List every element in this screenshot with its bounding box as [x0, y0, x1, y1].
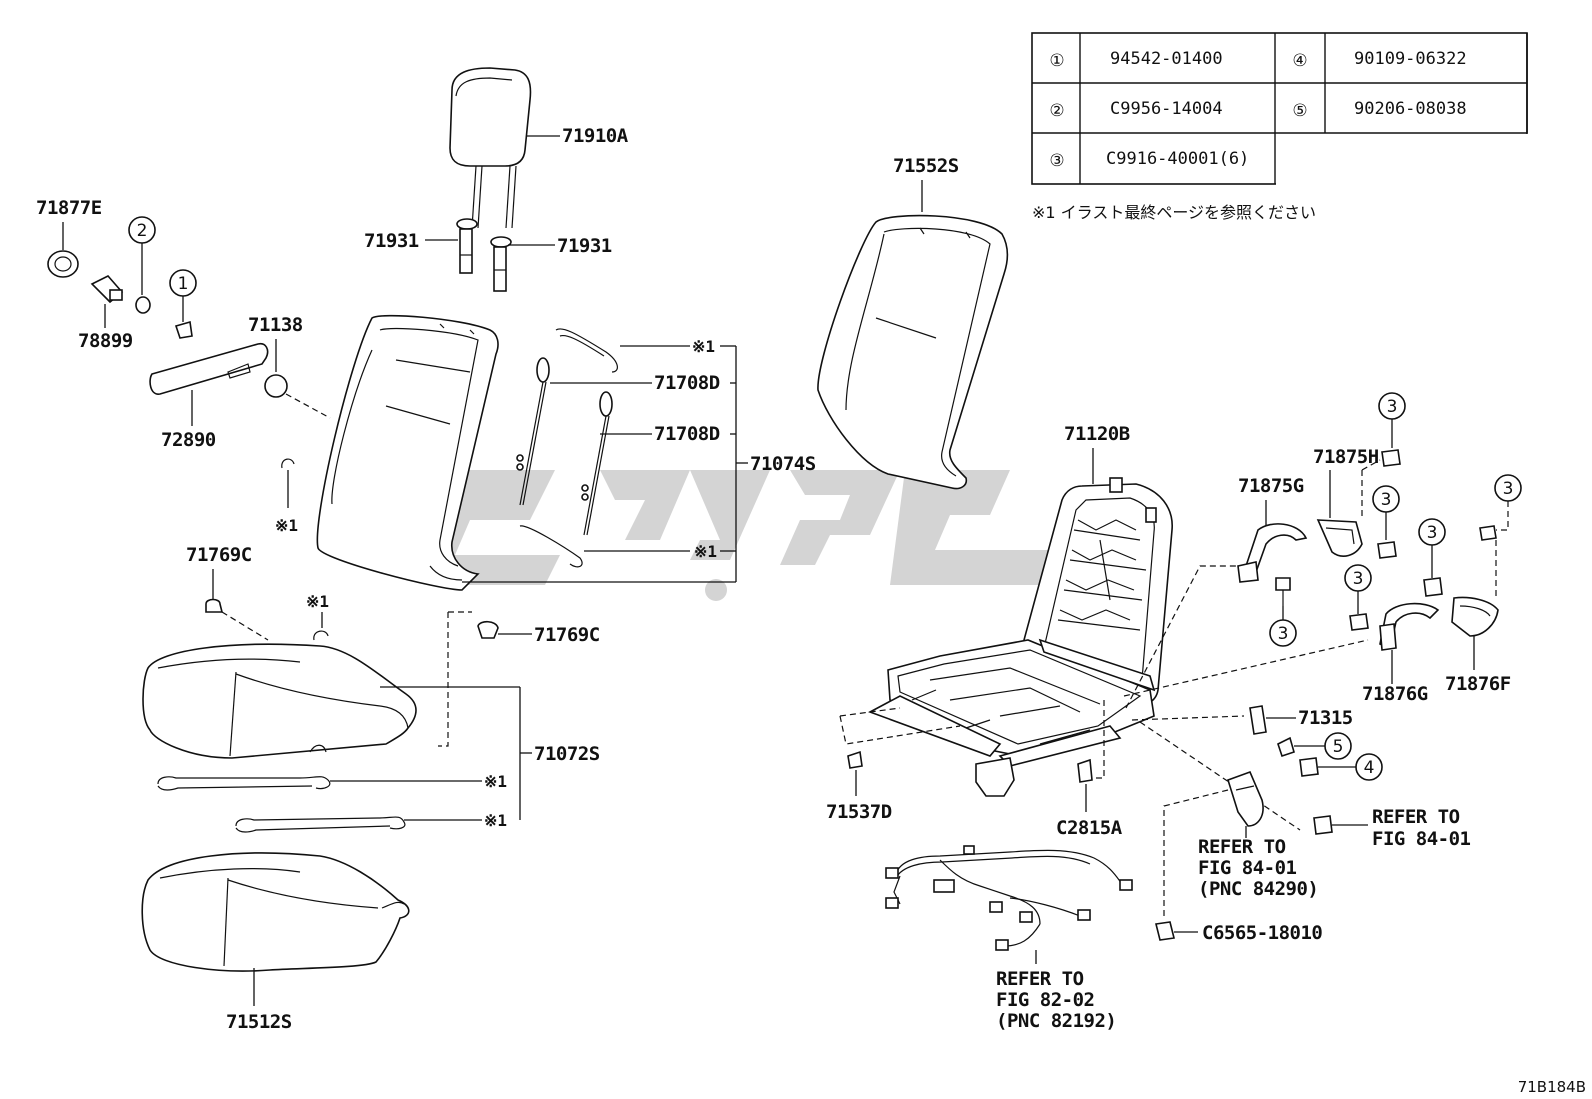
figure-code: 71B184B: [1518, 1078, 1586, 1096]
label-78899: 78899: [78, 330, 133, 352]
callout-1: 1: [178, 274, 189, 294]
label-71769C-left: 71769C: [186, 544, 252, 566]
reference-table: ① 94542-01400 ④ 90109-06322 ② C9956-1400…: [1031, 32, 1528, 222]
cover-71876G: 3 71876G 3: [1344, 518, 1446, 705]
label-C2815A: C2815A: [1056, 817, 1123, 839]
table-part-3: C9916-40001(6): [1106, 149, 1249, 169]
cover-71875H: 71875H 3 3: [1313, 392, 1406, 559]
cover-71875G: 71875G 3: [1237, 475, 1308, 647]
label-star1-cushion: ※1: [306, 592, 329, 611]
label-star1-wire-b: ※1: [484, 811, 507, 830]
callout-5: 5: [1333, 737, 1344, 757]
label-71876F: 71876F: [1445, 673, 1511, 695]
label-71120B: 71120B: [1064, 423, 1130, 445]
refer-84-01-a-line3: (PNC 84290): [1198, 878, 1318, 900]
table-part-4: 90109-06322: [1354, 49, 1467, 69]
label-71876G: 71876G: [1362, 683, 1428, 705]
bracket-71315: 71315 5 4: [1249, 705, 1383, 781]
refer-84-01-a-line2: FIG 84-01: [1198, 857, 1297, 879]
callout-2-washer: 2: [128, 216, 156, 314]
table-key-1: ①: [1049, 51, 1064, 71]
table-key-2: ②: [1049, 101, 1064, 121]
buckle-bracket: REFER TO FIG 84-01 (PNC 84290): [1198, 770, 1319, 900]
label-71769C-right: 71769C: [534, 624, 600, 646]
knob-71877E: 71877E: [36, 197, 102, 278]
part-71537D: 71537D: [826, 750, 892, 823]
callout-3-b: 3: [1387, 397, 1398, 417]
seatback-assembly: [316, 314, 499, 591]
cushion-pad-71072S: [142, 643, 520, 759]
callout-2: 2: [137, 221, 148, 241]
label-71074S: 71074S: [750, 453, 816, 475]
table-key-5: ⑤: [1292, 101, 1307, 121]
headrest: 71910A: [449, 67, 629, 229]
label-71552S: 71552S: [893, 155, 959, 177]
label-71708D-a: 71708D: [654, 372, 720, 394]
table-part-5: 90206-08038: [1354, 99, 1467, 119]
cushion-cover-71512S: 71512S: [141, 852, 410, 1033]
callout-1-clip: 1: [169, 269, 197, 339]
cushion-wires: ※1 ※1 71072S: [157, 687, 600, 833]
callout-3-a: 3: [1278, 624, 1289, 644]
bolt-refer-84-01-b: REFER TO FIG 84-01: [1313, 806, 1471, 850]
refer-84-01-b-line2: FIG 84-01: [1372, 828, 1471, 850]
label-71875G: 71875G: [1238, 475, 1304, 497]
callout-3-d: 3: [1353, 569, 1364, 589]
table-note: ※1 イラスト最終ページを参照ください: [1032, 203, 1316, 222]
callout-3-e: 3: [1427, 523, 1438, 543]
refer-84-01-b-line1: REFER TO: [1372, 806, 1460, 828]
table-key-4: ④: [1292, 51, 1307, 71]
label-C6565-18010: C6565-18010: [1202, 922, 1322, 944]
callout-3-f: 3: [1503, 479, 1514, 499]
refer-84-01-a-line1: REFER TO: [1198, 836, 1286, 858]
headrest-guides: 71931 71931: [364, 218, 612, 292]
switch-78899: 78899: [78, 275, 133, 352]
watermark-logo: [430, 470, 1060, 601]
table-part-2: C9956-14004: [1110, 99, 1223, 119]
label-71875H: 71875H: [1313, 446, 1379, 468]
label-star1-wire-a: ※1: [484, 772, 507, 791]
label-71931-right: 71931: [557, 235, 612, 257]
seatback-pad-71552S: 71552S: [817, 155, 1009, 490]
clip-C6565: C6565-18010: [1155, 789, 1323, 944]
cover-72890: 72890: [149, 342, 269, 451]
label-71512S: 71512S: [226, 1011, 292, 1033]
label-star1-top: ※1: [692, 337, 715, 356]
label-71315: 71315: [1298, 707, 1353, 729]
label-71072S: 71072S: [534, 743, 600, 765]
refer-82-02-line3: (PNC 82192): [996, 1010, 1116, 1032]
table-part-1: 94542-01400: [1110, 49, 1223, 69]
wire-harness: REFER TO FIG 82-02 (PNC 82192): [885, 845, 1133, 1032]
label-72890: 72890: [161, 429, 216, 451]
callout-4: 4: [1364, 758, 1375, 778]
label-71931-left: 71931: [364, 230, 419, 252]
label-71537D: 71537D: [826, 801, 892, 823]
label-71877E: 71877E: [36, 197, 102, 219]
seat-frame-71120B: 71120B: [839, 423, 1369, 831]
table-key-3: ③: [1049, 151, 1064, 171]
knob-71138: 71138: [248, 314, 331, 419]
refer-82-02-line2: FIG 82-02: [996, 989, 1094, 1011]
part-C2815A: C2815A: [1056, 758, 1123, 839]
label-71708D-b: 71708D: [654, 423, 720, 445]
refer-82-02-line1: REFER TO: [996, 968, 1084, 990]
hook-star-bare: ※1: [275, 458, 298, 535]
label-star1-mid: ※1: [694, 542, 717, 561]
callout-3-c: 3: [1381, 490, 1392, 510]
seatback-wires: ※1 71708D 71708D ※1 71074S: [462, 328, 816, 583]
label-71138: 71138: [248, 314, 303, 336]
label-71910A: 71910A: [562, 125, 629, 147]
label-star-bare: ※1: [275, 516, 298, 535]
cushion-parts: 71769C ※1 71769C: [186, 544, 600, 747]
cover-71876F: 3 71876F: [1445, 474, 1522, 695]
